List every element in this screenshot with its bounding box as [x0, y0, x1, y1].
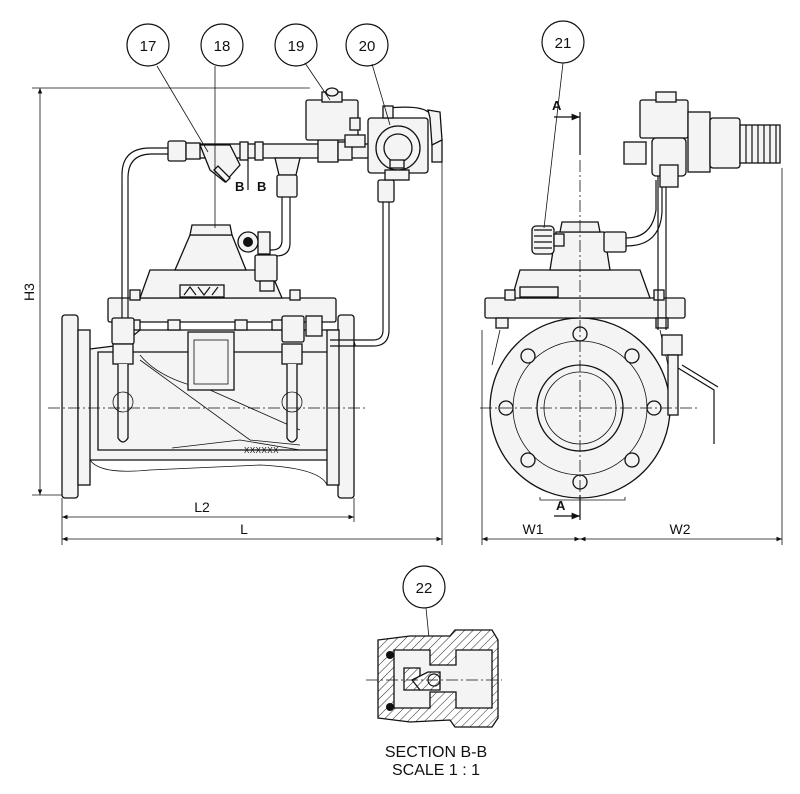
bolt-holes	[498, 326, 662, 490]
solenoid-valve	[305, 87, 366, 148]
callout-20: 20	[345, 23, 391, 126]
adjusting-handwheel	[531, 225, 565, 255]
pilot-assembly-side	[623, 91, 781, 188]
front-view: XXXXXX	[48, 87, 443, 499]
section-title: SECTION B-B	[385, 744, 487, 761]
brand-logo	[179, 284, 225, 298]
callout-18: 18	[200, 23, 244, 228]
dimensions: H3 L2 L W1 W2	[21, 87, 783, 545]
left-flange	[61, 314, 79, 499]
section-scale: SCALE 1 : 1	[392, 762, 480, 779]
dim-w1: W1	[523, 521, 544, 537]
nameplate-code: XXXXXX	[244, 446, 279, 455]
section-b-b: SECTION B-B SCALE 1 : 1	[366, 629, 502, 779]
side-view: A A	[480, 91, 781, 520]
svg-text:20: 20	[359, 38, 376, 55]
callouts: 17 18 19 20 21 22	[126, 20, 585, 669]
svg-text:17: 17	[140, 38, 157, 55]
ball-valve-lever	[661, 334, 719, 444]
svg-text:19: 19	[288, 38, 305, 55]
section-marker-b-left: B	[235, 179, 244, 194]
svg-text:18: 18	[214, 38, 231, 55]
section-marker-a-top: A	[552, 98, 562, 113]
callout-17: 17	[126, 23, 209, 153]
dim-h3: H3	[21, 283, 37, 301]
right-flange	[337, 314, 355, 499]
callout-21: 21	[541, 20, 585, 229]
dim-l2: L2	[194, 499, 210, 515]
svg-text:22: 22	[416, 580, 433, 597]
pilot-pipework	[111, 139, 443, 443]
pilot-valve	[367, 105, 443, 181]
section-marker-a-bottom: A	[556, 498, 566, 513]
dim-l: L	[240, 521, 248, 537]
callout-19: 19	[274, 23, 331, 101]
svg-text:21: 21	[555, 35, 572, 52]
section-marker-b-right: B	[257, 179, 266, 194]
dim-w2: W2	[670, 521, 691, 537]
